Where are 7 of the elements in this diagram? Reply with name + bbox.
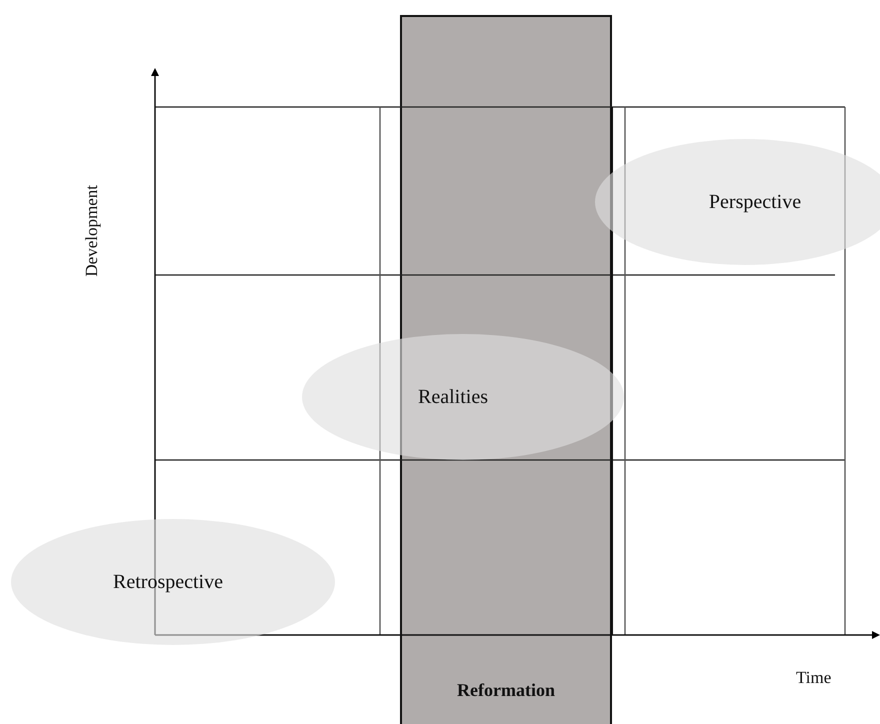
shaded-band (400, 15, 612, 724)
ellipse-label: Retrospective (113, 570, 223, 594)
axis-label: Time (796, 668, 832, 688)
ellipse-label: Perspective (708, 190, 802, 214)
band-label: Reformation (457, 680, 555, 701)
ellipse-label: Realities (418, 386, 488, 408)
axis-label: Development (82, 185, 102, 277)
